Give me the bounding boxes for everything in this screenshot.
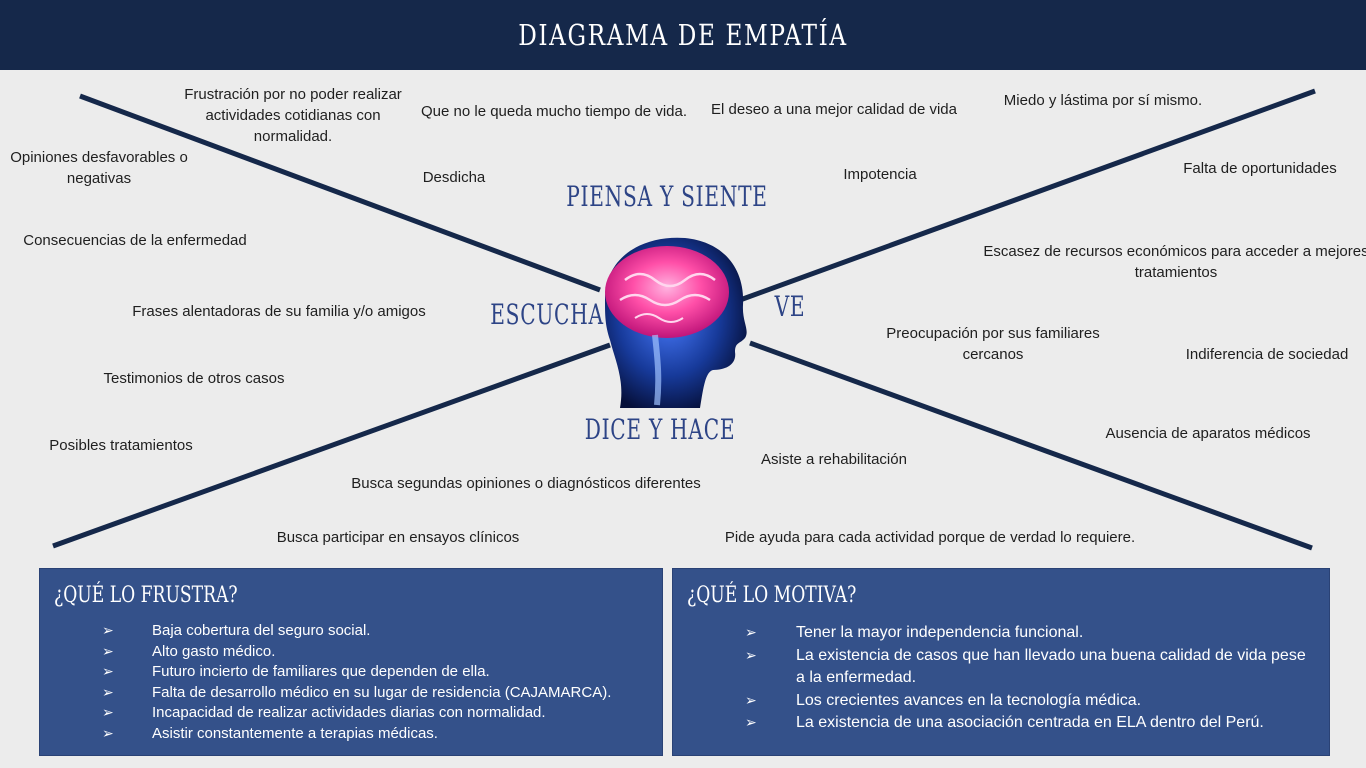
arrow-bullet-icon: ➢ [102, 683, 114, 700]
note-opiniones: Opiniones desfavorables o negativas [10, 149, 188, 187]
note-escasez: Escasez de recursos económicos para acce… [983, 243, 1366, 281]
arrow-bullet-icon: ➢ [102, 642, 114, 659]
note-consecuencias: Consecuencias de la enfermedad [23, 232, 247, 249]
arrow-bullet-icon: ➢ [102, 622, 114, 638]
note-posibles: Posibles tratamientos [49, 437, 193, 454]
note-ausencia: Ausencia de aparatos médicos [1105, 425, 1311, 442]
note-busca-segundas: Busca segundas opiniones o diagnósticos … [351, 475, 701, 492]
diagonal-line-top-right [739, 88, 1316, 303]
head-brain-image [605, 237, 747, 408]
diagonal-line-bottom-left [52, 342, 611, 549]
list-item: ➢Falta de desarrollo médico en su lugar … [102, 683, 612, 701]
panel-que-lo-frustra: ¿QUÉ LO FRUSTRA? ➢Baja cobertura del seg… [39, 568, 663, 756]
arrow-bullet-icon: ➢ [102, 724, 114, 741]
list-item: ➢La existencia de casos que han llevado … [745, 646, 1306, 664]
list-item-continuation: a la enfermedad. [796, 669, 917, 686]
note-indiferencia: Indiferencia de sociedad [1185, 346, 1349, 363]
list-item: ➢Alto gasto médico. [102, 642, 276, 660]
arrow-bullet-icon: ➢ [745, 714, 757, 730]
label-escucha: ESCUCHA [490, 298, 604, 331]
note-testimonios: Testimonios de otros casos [103, 370, 285, 387]
motiva-list: ➢Tener la mayor independencia funcional.… [745, 624, 1306, 737]
label-dice-y-hace: DICE Y HACE [584, 413, 736, 446]
list-item: ➢La existencia de una asociación centrad… [745, 714, 1264, 731]
page-title: DIAGRAMA DE EMPATÍA [518, 18, 848, 52]
panel-que-lo-motiva: ¿QUÉ LO MOTIVA? ➢Tener la mayor independ… [672, 568, 1330, 756]
note-miedo: Miedo y lástima por sí mismo. [1003, 92, 1203, 109]
note-busca-ensayos: Busca participar en ensayos clínicos [276, 529, 520, 546]
label-piensa-y-siente: PIENSA Y SIENTE [566, 180, 768, 213]
diagonal-line-top-left [79, 93, 601, 293]
note-desdicha: Desdicha [422, 169, 486, 186]
arrow-bullet-icon: ➢ [745, 624, 757, 640]
panel-title-frustra: ¿QUÉ LO FRUSTRA? [54, 583, 238, 608]
label-ve: VE [774, 290, 806, 323]
note-impotencia: Impotencia [843, 166, 917, 183]
note-pide-ayuda: Pide ayuda para cada actividad porque de… [724, 529, 1136, 546]
arrow-bullet-icon: ➢ [102, 704, 114, 721]
note-deseo: El deseo a una mejor calidad de vida [711, 101, 957, 118]
diagonal-line-bottom-right [749, 340, 1313, 551]
frustra-list: ➢Baja cobertura del seguro social. ➢Alto… [102, 622, 611, 746]
list-item: ➢Baja cobertura del seguro social. [102, 622, 371, 639]
note-asiste: Asiste a rehabilitación [761, 451, 907, 468]
list-item: ➢Incapacidad de realizar actividades dia… [102, 704, 546, 722]
arrow-bullet-icon: ➢ [745, 646, 757, 663]
arrow-bullet-icon: ➢ [102, 663, 114, 680]
note-preocupacion: Preocupación por sus familiares cercanos [886, 325, 1100, 363]
note-falta-oportunidades: Falta de oportunidades [1183, 160, 1337, 177]
note-queda-tiempo: Que no le queda mucho tiempo de vida. [420, 103, 688, 120]
list-item: ➢Futuro incierto de familiares que depen… [102, 663, 490, 681]
note-frustracion: Frustración por no poder realizar activi… [184, 86, 402, 145]
header-bar: DIAGRAMA DE EMPATÍA [0, 0, 1366, 70]
arrow-bullet-icon: ➢ [745, 691, 757, 708]
note-frases: Frases alentadoras de su familia y/o ami… [132, 303, 426, 320]
list-item: ➢Tener la mayor independencia funcional. [745, 624, 1084, 641]
list-item: ➢Los crecientes avances en la tecnología… [745, 691, 1142, 709]
panel-title-motiva: ¿QUÉ LO MOTIVA? [687, 583, 857, 608]
list-item: ➢Asistir constantemente a terapias médic… [102, 724, 438, 742]
